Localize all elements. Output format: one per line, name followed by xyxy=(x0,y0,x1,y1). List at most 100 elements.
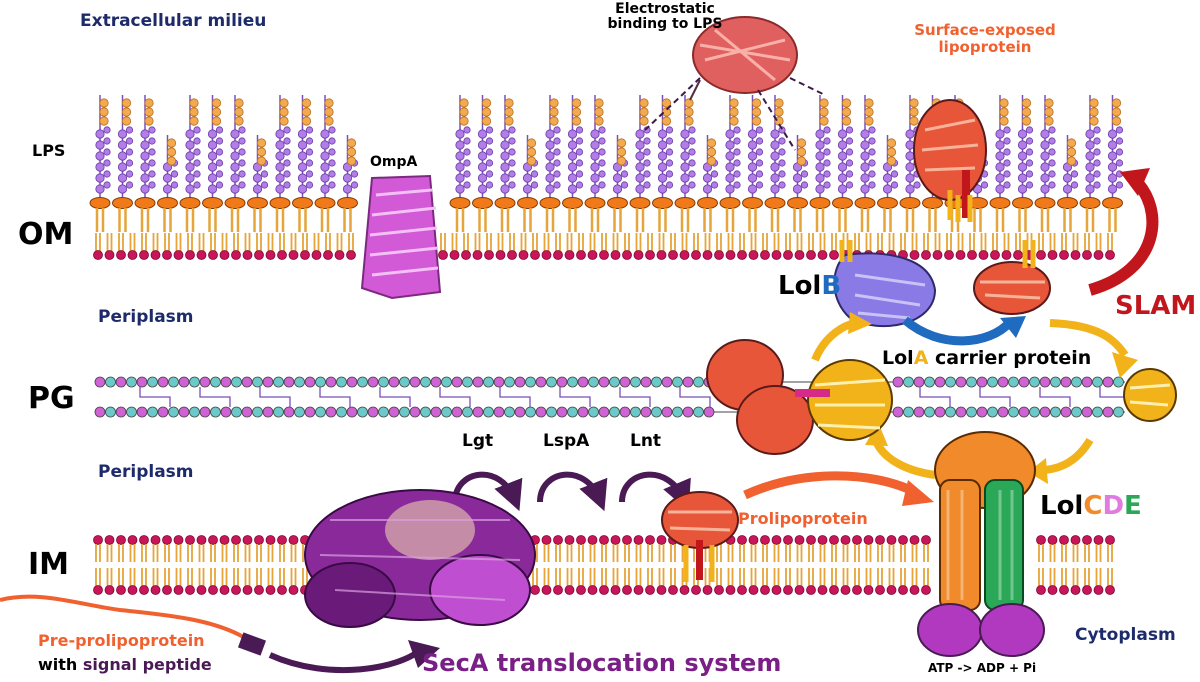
glycan-sugar xyxy=(1008,406,1019,418)
lps-sugar xyxy=(815,184,825,194)
lps-sugar xyxy=(522,173,533,183)
lps-sugar-branch xyxy=(1048,137,1056,145)
lps-lipid-head xyxy=(157,197,178,209)
glycan-sugar xyxy=(147,376,158,388)
lipid-tail xyxy=(854,544,860,562)
lps-lipid-tail xyxy=(928,208,937,232)
glycan-sugar xyxy=(304,376,316,388)
lps-lipid-head xyxy=(742,197,763,209)
glycan-sugar xyxy=(430,376,442,388)
lps-core-sugar xyxy=(684,116,694,126)
lipid-tail xyxy=(716,568,722,586)
lipid-head xyxy=(737,250,747,260)
glycan-sugar xyxy=(367,406,379,418)
glycan-sugar xyxy=(682,376,694,388)
lps-sugar xyxy=(297,129,308,139)
lolcde-label: LolCDE xyxy=(1040,492,1142,521)
lps-core-sugar xyxy=(571,98,582,108)
lps-sugar-branch xyxy=(508,170,516,178)
lipid-tail xyxy=(704,568,711,586)
lipid-tail xyxy=(762,233,768,251)
glycan-sugar xyxy=(451,406,463,418)
lipid-tail xyxy=(911,233,918,251)
lipid-head xyxy=(1105,250,1115,260)
lipid-tail xyxy=(658,544,665,562)
lps-core-sugar xyxy=(549,116,559,126)
lipid-head xyxy=(196,535,207,545)
lps-sugar xyxy=(905,140,915,150)
lps-sugar-branch xyxy=(913,181,921,189)
lps-sugar xyxy=(117,151,128,161)
lps-core-sugar xyxy=(864,116,874,126)
lipid-head xyxy=(748,535,759,545)
membrane-om-label: OM xyxy=(18,217,74,252)
lps-sugar xyxy=(702,173,713,183)
seca-translocon xyxy=(304,489,536,628)
lipid-head xyxy=(921,250,931,260)
lipid-tail xyxy=(1061,568,1067,586)
lipid-head xyxy=(587,585,598,595)
lps-core-sugar xyxy=(504,107,514,117)
lipid-head xyxy=(760,250,770,260)
lps-sugar-branch xyxy=(755,148,764,156)
lipid-head xyxy=(921,585,931,595)
lipid-head xyxy=(645,535,655,545)
lipid-head xyxy=(898,535,908,545)
lps-sugar xyxy=(612,184,623,194)
lipid-tail xyxy=(658,233,665,251)
lps-lipid-tail xyxy=(500,208,510,232)
lps-sugar-branch xyxy=(1048,126,1056,134)
lps-sugar-branch xyxy=(260,170,269,178)
lps-sugar-branch xyxy=(823,137,831,145)
lps-sugar-branch xyxy=(553,126,561,134)
lps-sugar xyxy=(680,129,690,139)
lipid-tail xyxy=(612,544,619,562)
lps-sugar xyxy=(770,151,780,161)
lps-core-sugar xyxy=(729,98,739,108)
lps-sugar xyxy=(500,140,510,150)
peptide-crosslink xyxy=(1039,387,1071,407)
lps-core-sugar xyxy=(684,107,694,117)
lipid-tail xyxy=(658,568,665,586)
glycan-sugar xyxy=(1008,376,1019,388)
lipid-tail xyxy=(865,568,872,586)
lipid-tail xyxy=(164,544,170,562)
region-cytoplasm: Cytoplasm xyxy=(1075,625,1176,645)
lps-sugar-branch xyxy=(553,170,561,178)
lps-sugar xyxy=(275,151,285,161)
lipid-head xyxy=(932,250,943,260)
lipid-tail xyxy=(152,233,159,251)
lipid-tail xyxy=(267,233,274,251)
lps-sugar-branch xyxy=(125,170,134,178)
lps-sugar-branch xyxy=(688,159,696,167)
glycan-sugar xyxy=(94,406,106,418)
lps-lipid-tail xyxy=(118,208,127,232)
lipid-head xyxy=(806,585,816,595)
lps-sugar-branch xyxy=(1093,148,1101,156)
lps-sugar-branch xyxy=(260,181,269,189)
lps-lipid-tail xyxy=(343,208,352,232)
lipid-tail xyxy=(141,544,147,562)
glycan-sugar xyxy=(409,376,421,388)
lps-sugar-branch xyxy=(148,170,156,178)
lps-sugar xyxy=(117,162,128,172)
glycan-sugar xyxy=(483,406,494,418)
lipid-head xyxy=(346,250,356,260)
glycan-sugar xyxy=(567,376,578,388)
lps-sugar-branch xyxy=(598,126,606,134)
lipid-head xyxy=(1036,250,1046,260)
lps-core-sugar xyxy=(819,116,829,126)
lipid-tail xyxy=(325,233,331,251)
lps-core-sugar xyxy=(819,98,829,108)
lps-lipid-tail xyxy=(590,208,600,232)
glycan-sugar xyxy=(210,376,221,388)
lps-sugar-branch xyxy=(508,126,516,134)
lipid-tail xyxy=(865,233,872,251)
lps-core-sugar xyxy=(639,98,649,108)
lps-sugar-branch xyxy=(778,126,786,134)
lipid-head xyxy=(265,250,276,260)
lipid-tail xyxy=(129,544,136,562)
lipid-tail xyxy=(141,233,147,251)
lipid-tail xyxy=(888,233,895,251)
lps-sugar xyxy=(657,129,668,139)
